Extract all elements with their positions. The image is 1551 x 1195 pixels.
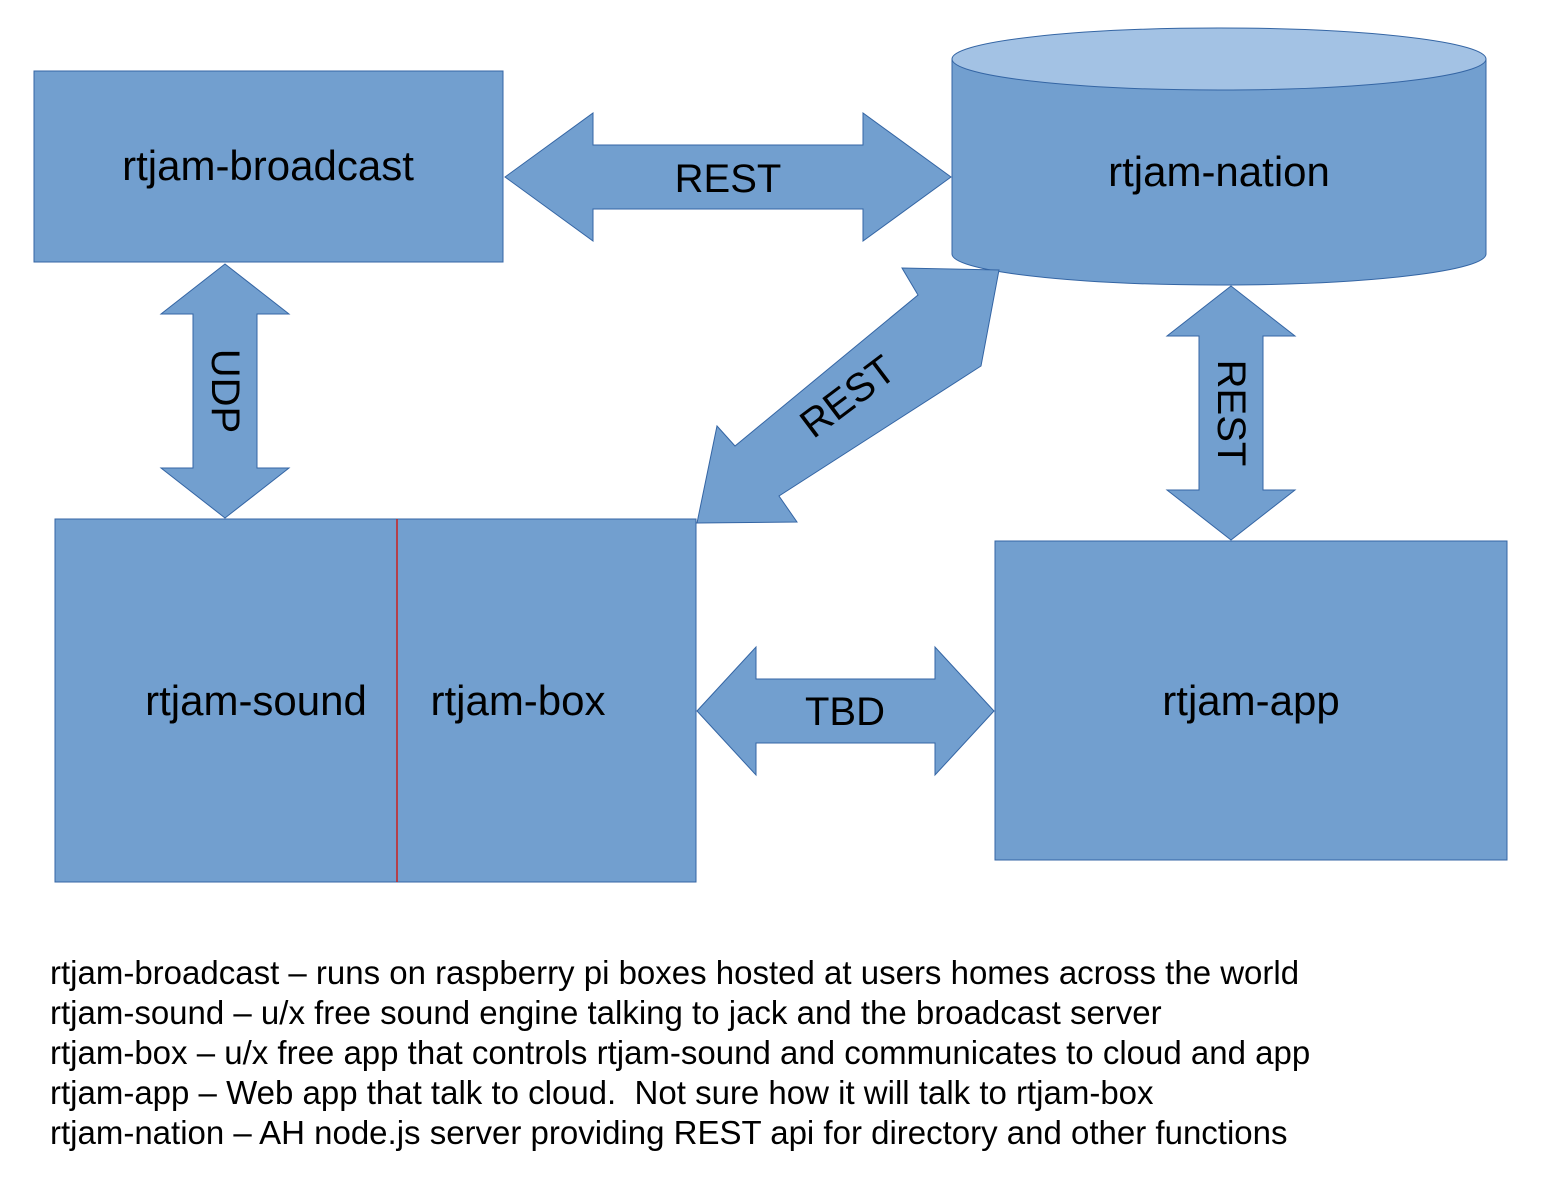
edge-nation-app: REST: [1165, 285, 1297, 541]
node-rtjam-broadcast: rtjam-broadcast: [33, 70, 504, 263]
udp-label: UDP: [203, 349, 247, 433]
rest-label-nation-app: REST: [1209, 360, 1253, 467]
rtjam-app-box: [994, 540, 1508, 861]
rtjam-nation-label: rtjam-nation: [1108, 148, 1330, 195]
legend-line-broadcast: rtjam-broadcast – runs on raspberry pi b…: [50, 954, 1300, 991]
legend-line-nation: rtjam-nation – AH node.js server providi…: [50, 1114, 1288, 1151]
tbd-label: TBD: [805, 690, 885, 734]
node-rtjam-app: rtjam-app: [994, 540, 1508, 861]
rtjam-sound-box-block: [54, 518, 697, 883]
component-legend: rtjam-broadcast – runs on raspberry pi b…: [50, 953, 1530, 1153]
edge-broadcast-nation: REST: [504, 112, 952, 242]
rest-label-broadcast-nation: REST: [675, 157, 782, 201]
double-arrow-box-nation: [696, 267, 1000, 524]
node-rtjam-nation: rtjam-nation: [951, 27, 1487, 286]
rtjam-broadcast-label: rtjam-broadcast: [122, 142, 414, 189]
rtjam-nation-cylinder-body: [951, 58, 1487, 286]
double-arrow-broadcast-sound: [159, 263, 291, 519]
rtjam-sound-label: rtjam-sound: [145, 677, 367, 724]
double-arrow-box-app: [696, 645, 995, 777]
double-arrow-broadcast-nation: [504, 112, 952, 242]
rtjam-box-label: rtjam-box: [430, 677, 605, 724]
node-rtjam-sound-box-group: rtjam-sound rtjam-box: [54, 518, 697, 883]
rtjam-nation-cylinder-top: [951, 27, 1487, 91]
legend-line-app: rtjam-app – Web app that talk to cloud. …: [50, 1074, 1154, 1111]
rtjam-broadcast-box: [33, 70, 504, 263]
legend-line-sound: rtjam-sound – u/x free sound engine talk…: [50, 994, 1162, 1031]
legend-line-box: rtjam-box – u/x free app that controls r…: [50, 1034, 1311, 1071]
double-arrow-nation-app: [1165, 285, 1297, 541]
edge-box-nation: REST: [696, 267, 1000, 524]
rtjam-app-label: rtjam-app: [1162, 677, 1339, 724]
edge-box-app: TBD: [696, 645, 995, 777]
edge-broadcast-sound: UDP: [159, 263, 291, 519]
